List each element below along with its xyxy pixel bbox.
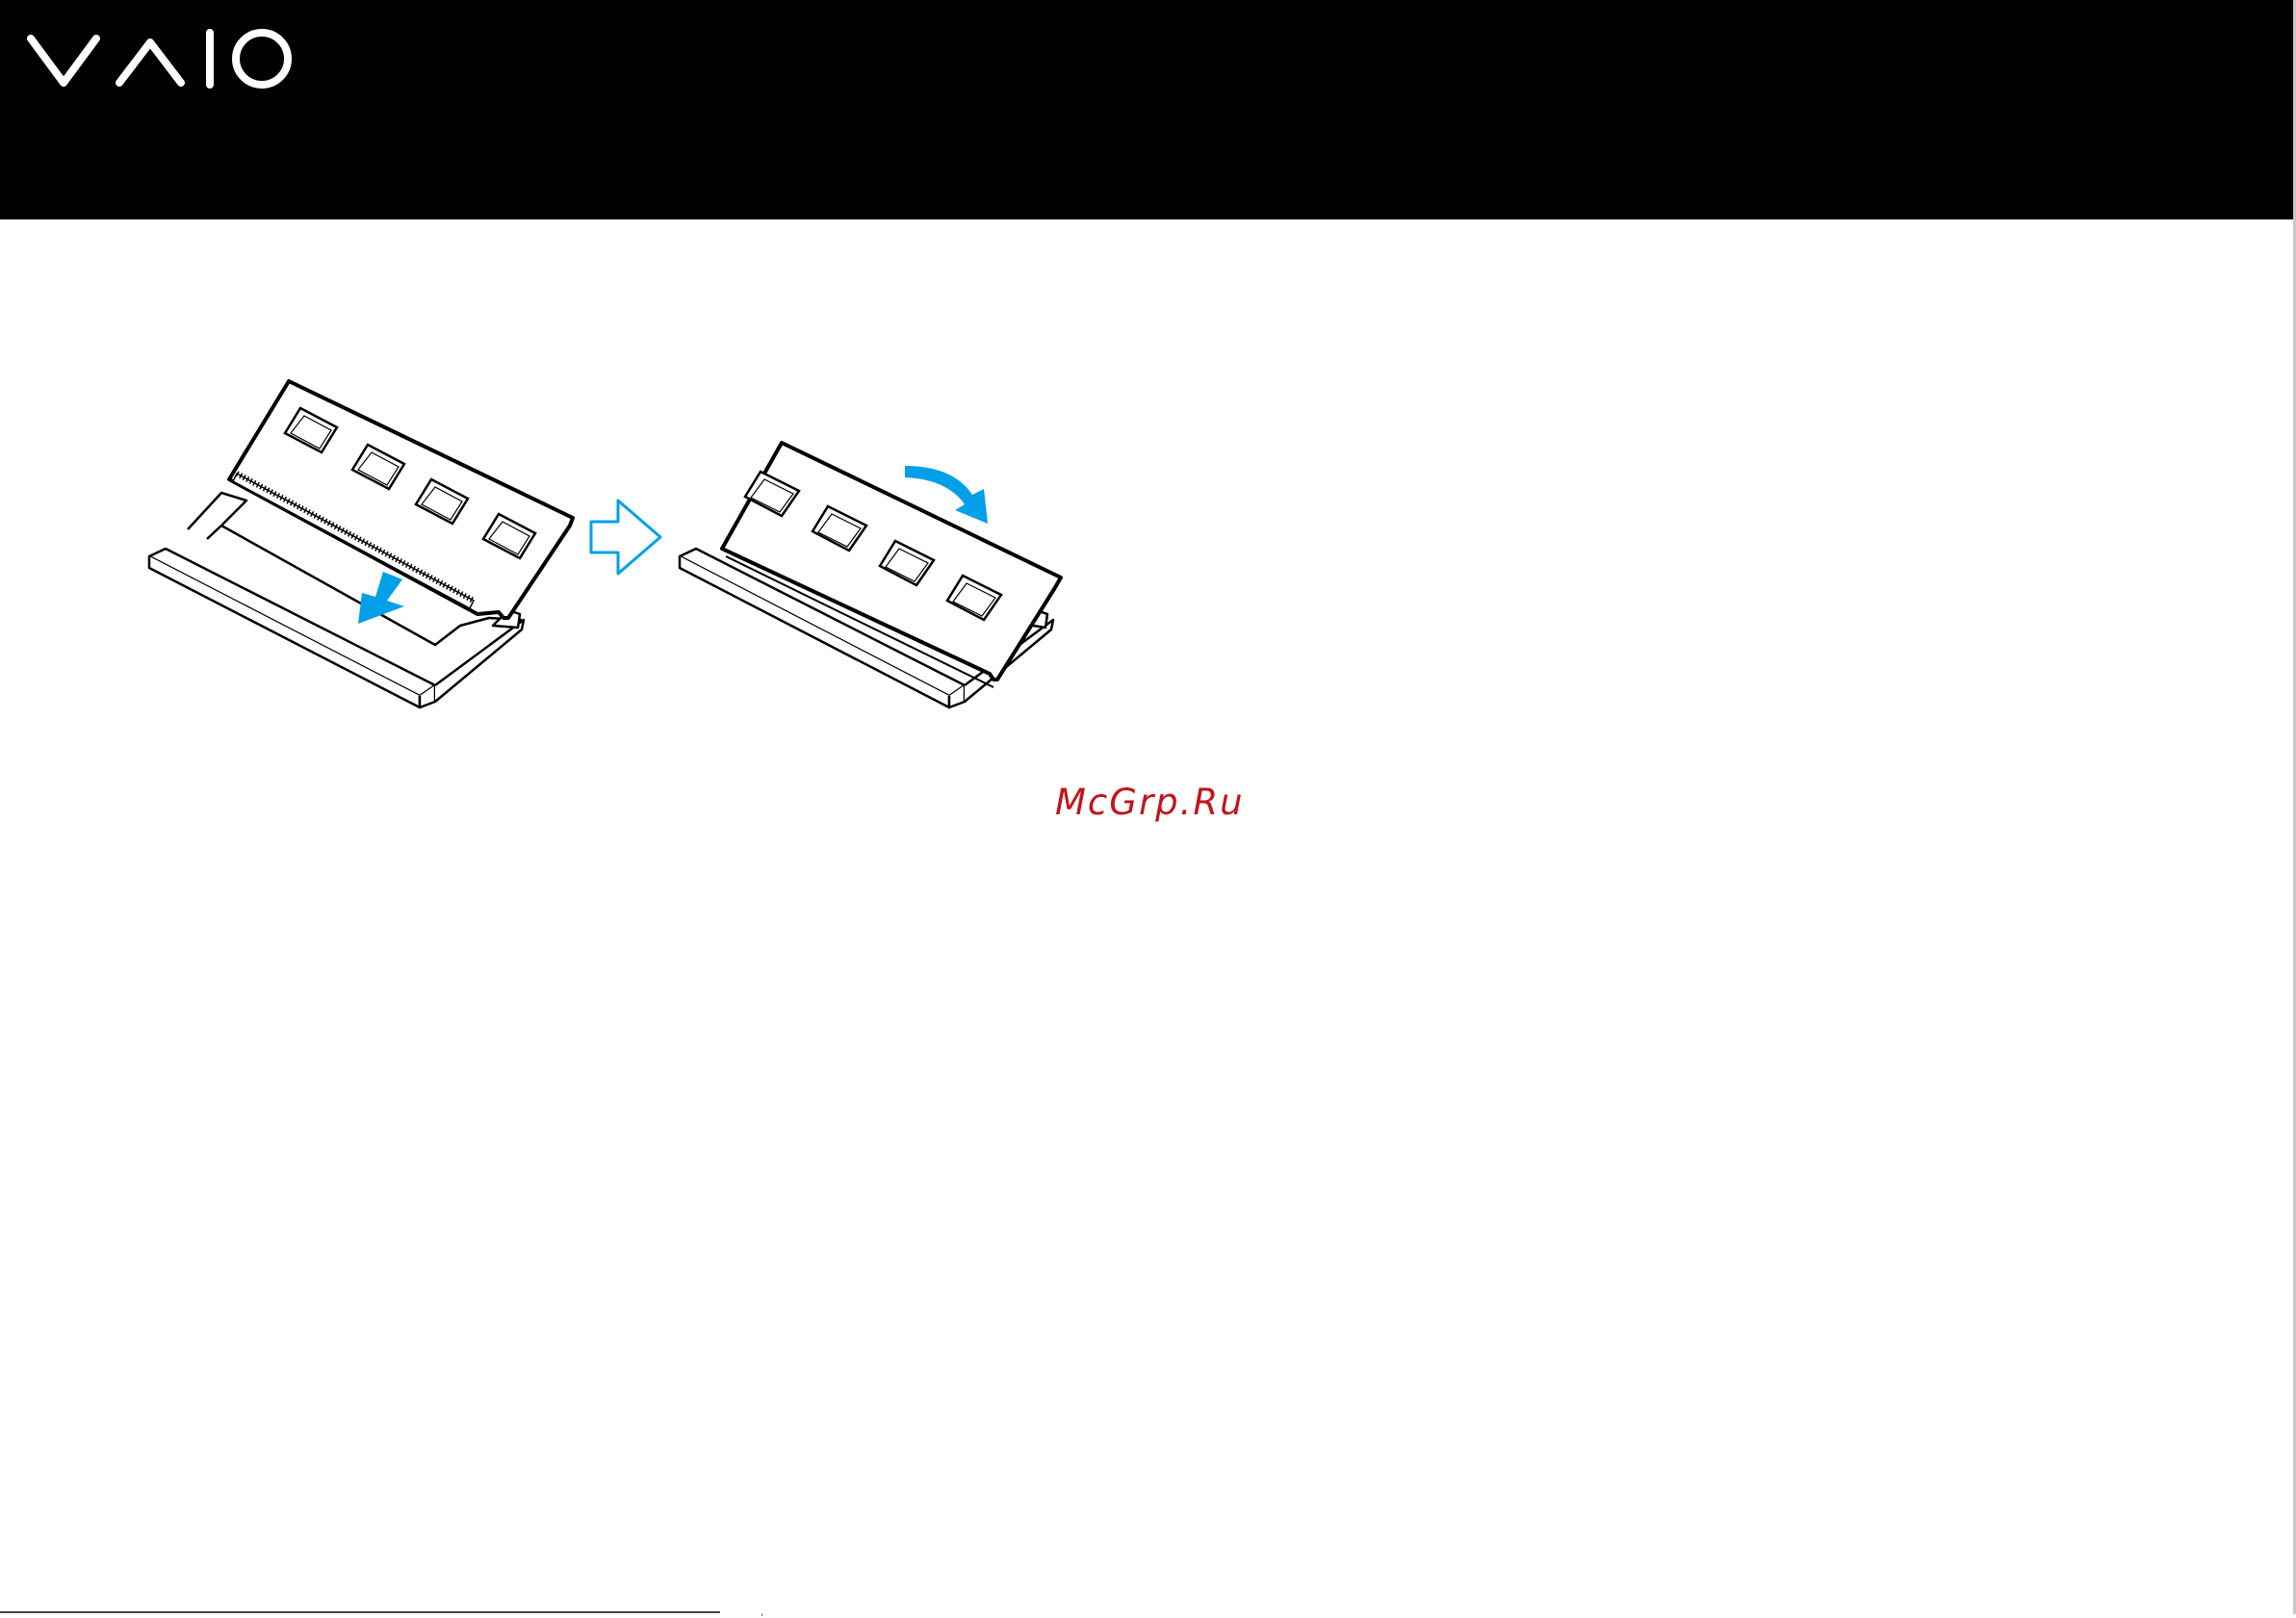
- footer-rule: [0, 1611, 720, 1613]
- watermark-text: McGrp.Ru: [1055, 782, 1245, 823]
- memory-module-press-down-icon: [680, 443, 1061, 707]
- header-bar: [0, 0, 2296, 219]
- outline-arrow-right-icon: [591, 501, 660, 574]
- memory-installation-figure: [135, 366, 1107, 741]
- footer-mark: ,: [761, 1607, 763, 1618]
- memory-module-insert-icon: [149, 381, 573, 707]
- vaio-logo-icon: [27, 25, 292, 92]
